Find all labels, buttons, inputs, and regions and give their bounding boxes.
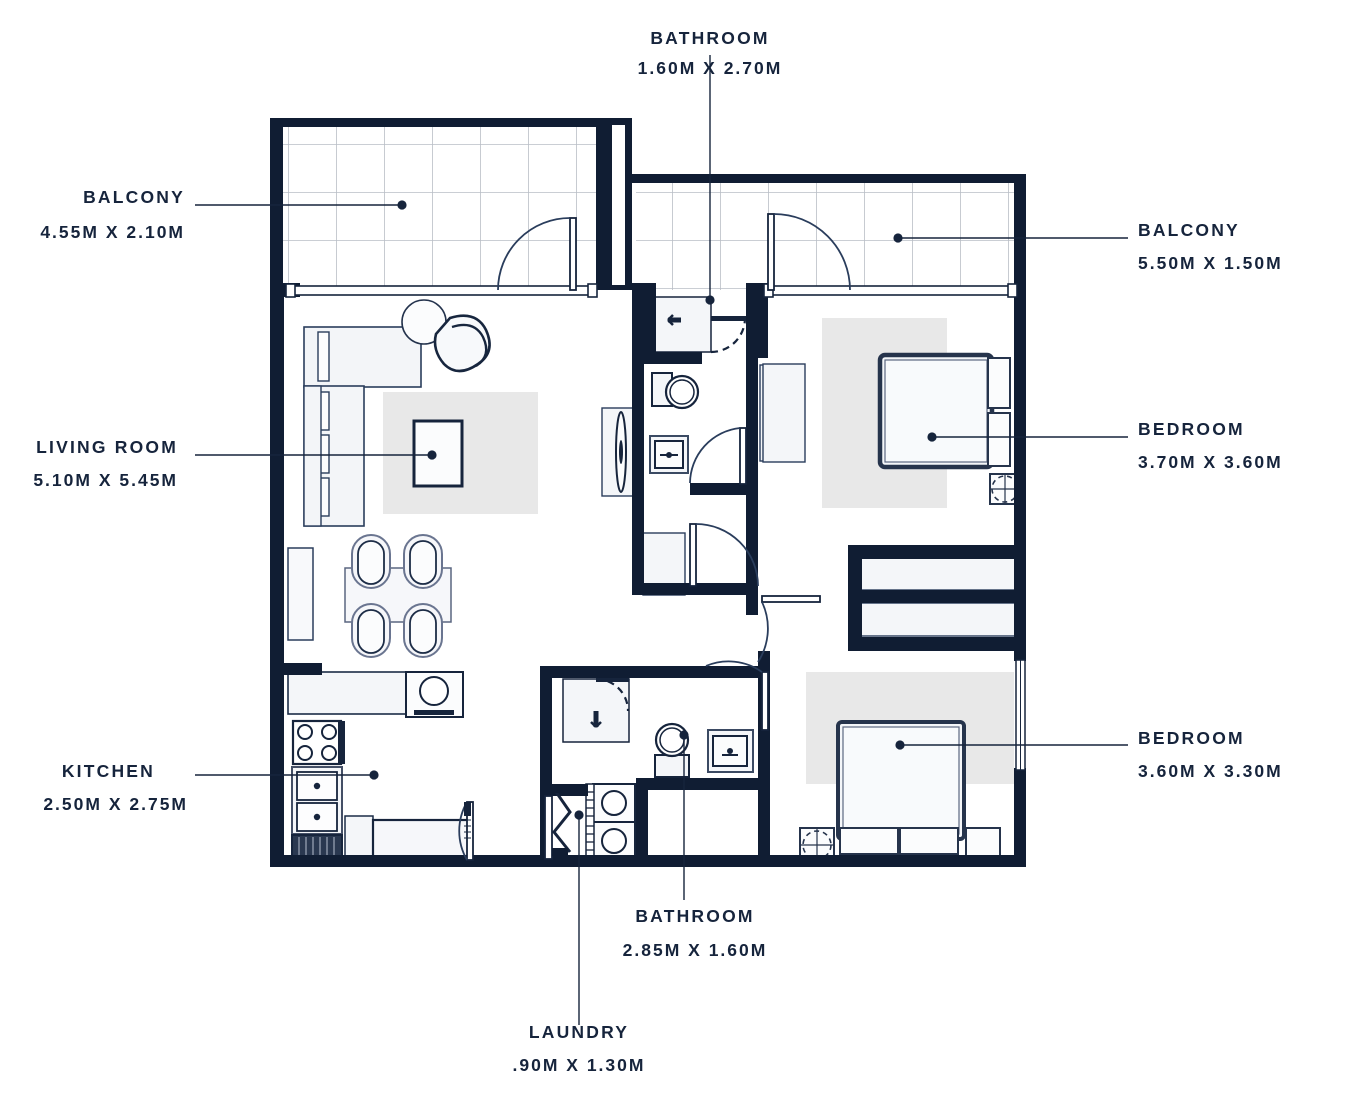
room-dimension-bathroom-main: 1.60M X 2.70M [637, 58, 783, 78]
callout-leaders [195, 55, 1128, 1025]
room-dimension-kitchen: 2.50M X 2.75M [43, 794, 188, 814]
double-bed-master [877, 352, 1011, 470]
balcony-left-floor [278, 124, 608, 289]
door-bathroom-main[interactable] [689, 427, 747, 485]
room-dimension-balcony-right: 5.50M X 1.50M [1138, 253, 1283, 273]
sectional-sofa [303, 326, 422, 527]
door-kitchen[interactable] [458, 801, 474, 861]
door-laundry-bifold[interactable] [544, 785, 572, 860]
sliding-door-bedroom-balcony[interactable] [763, 283, 1018, 298]
room-label-bedroom-master: BEDROOM [1138, 419, 1245, 439]
window-second-bedroom [1015, 659, 1026, 771]
room-label-bathroom-main: BATHROOM [650, 28, 770, 48]
room-dimension-living-room: 5.10M X 5.45M [33, 470, 178, 490]
room-label-balcony-left: BALCONY [83, 187, 185, 207]
room-label-kitchen: KITCHEN [61, 761, 155, 781]
balcony-right-floor [636, 180, 1024, 290]
double-bed-second [836, 720, 966, 855]
room-label-balcony-right: BALCONY [1138, 220, 1240, 240]
room-dimension-laundry: .90M X 1.30M [512, 1055, 646, 1075]
door-second-bedroom[interactable] [757, 595, 821, 663]
door-balcony-right[interactable] [767, 213, 851, 291]
shower-door-main [710, 316, 748, 354]
washing-machine [592, 783, 636, 823]
walls [270, 118, 1026, 867]
toilet-second [654, 722, 690, 778]
tv-console [287, 547, 314, 641]
room-dimension-bathroom-second: 2.85M X 1.60M [622, 940, 768, 960]
wardrobe-master [762, 363, 806, 463]
room-label-bathroom-second: BATHROOM [635, 906, 755, 926]
wash-basin-second [707, 729, 754, 773]
callout-dots [369, 200, 937, 820]
room-dimension-bedroom-second: 3.60M X 3.30M [1138, 761, 1283, 781]
dining-chair-x4 [351, 534, 443, 658]
room-label-bedroom-second: BEDROOM [1138, 728, 1245, 748]
double-sink [291, 766, 343, 835]
sliding-door-living-balcony[interactable] [285, 283, 598, 298]
toilet-main [651, 372, 700, 410]
door-balcony-left[interactable] [497, 217, 577, 291]
door-bathroom-second[interactable] [705, 660, 769, 731]
oven [405, 671, 464, 718]
room-label-laundry: LAUNDRY [528, 1022, 630, 1042]
dryer [585, 783, 636, 861]
gas-hob [291, 719, 345, 766]
room-label-living-room: LIVING ROOM [36, 437, 178, 457]
wash-basin-main [649, 435, 689, 474]
shower-main [652, 296, 712, 353]
door-hall-main[interactable] [689, 523, 759, 587]
shower-second [562, 677, 630, 743]
coffee-table [412, 419, 464, 488]
room-dimension-balcony-left: 4.55M X 2.10M [40, 222, 185, 242]
room-dimension-bedroom-master: 3.70M X 3.60M [1138, 452, 1283, 472]
armchair [433, 314, 491, 373]
